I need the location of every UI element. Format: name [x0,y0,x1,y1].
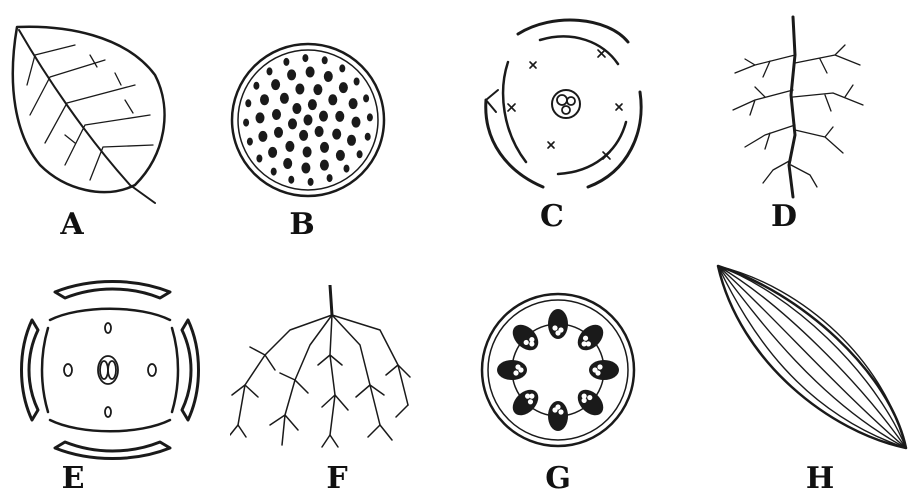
vascular-bundle [365,133,371,141]
vascular-bundle [274,127,283,138]
vascular-bundle [302,54,308,62]
figure-label-e: E [43,462,103,496]
vascular-bundle [301,163,310,174]
vascular-bundle [283,58,289,66]
floral-diagram-tetramerous-figure [10,280,210,460]
leaf-parallel-figure [710,262,909,452]
vascular-bundle [328,94,337,105]
vascular-bundle [256,112,265,123]
vascular-bundle [253,82,259,90]
vascular-bundle [322,56,328,64]
figure-label-f: F [307,462,367,496]
vascular-bundle [357,150,363,158]
vascular-bundle [292,103,301,114]
vascular-bundle [319,111,328,122]
vascular-bundle [299,130,308,141]
figure-label-h: H [790,462,850,496]
vascular-bundle [497,360,527,380]
figure-label-b: B [272,208,332,242]
vascular-bundle [306,67,315,78]
vascular-bundle [313,84,322,95]
vascular-bundle [268,147,277,158]
vascular-bundle [589,360,619,380]
vascular-bundle [320,160,329,171]
vascular-bundle [349,98,358,109]
vascular-bundle [287,69,296,80]
vascular-bundle [283,158,292,169]
figure-label-g: G [528,462,588,496]
vascular-bundle [367,113,373,121]
vascular-bundle [247,138,253,146]
vascular-bundle [508,320,543,355]
vascular-bundle [508,385,543,420]
vascular-bundle [339,64,345,72]
vascular-bundle [245,99,251,107]
vascular-bundle [548,401,568,431]
vascular-bundle [573,385,608,420]
vascular-bundle [243,119,249,127]
vascular-bundle [256,155,262,163]
vascular-bundle [324,71,333,82]
taproot-figure [715,15,875,200]
vascular-bundle [363,94,369,102]
leaf-reticulate-figure [5,15,175,205]
fibrous-root-figure [230,285,415,455]
vascular-bundle [315,126,324,137]
stem-section-scattered-figure [228,40,388,200]
figure-label-a: A [42,208,102,242]
vascular-bundle [320,142,329,153]
vascular-bundle [288,176,294,184]
vascular-bundle [347,135,356,146]
vascular-bundle [308,99,317,110]
vascular-bundle [303,147,312,158]
vascular-bundle [258,131,267,142]
vascular-bundle [344,165,350,173]
stem-section-ring-figure [478,290,638,450]
vascular-bundle [339,82,348,93]
vascular-bundle [272,109,281,120]
vascular-bundle [352,117,361,128]
vascular-bundle [327,174,333,182]
vascular-bundle [280,93,289,104]
figure-label-c: C [522,200,582,234]
figure-label-d: D [754,200,814,234]
vascular-bundle [260,94,269,105]
vascular-bundle [335,111,344,122]
floral-diagram-trimerous-figure [478,12,648,192]
vascular-bundle [285,141,294,152]
vascular-bundle [354,78,360,86]
vascular-bundle [308,178,314,186]
vascular-bundle [304,115,313,126]
vascular-bundle [336,150,345,161]
vascular-bundle [548,309,568,339]
vascular-bundle [295,84,304,95]
vascular-bundle [271,79,280,90]
vascular-bundle [267,67,273,75]
vascular-bundle [271,168,277,176]
vascular-bundle [573,320,608,355]
vascular-bundle [288,118,297,129]
vascular-bundle [332,129,341,140]
